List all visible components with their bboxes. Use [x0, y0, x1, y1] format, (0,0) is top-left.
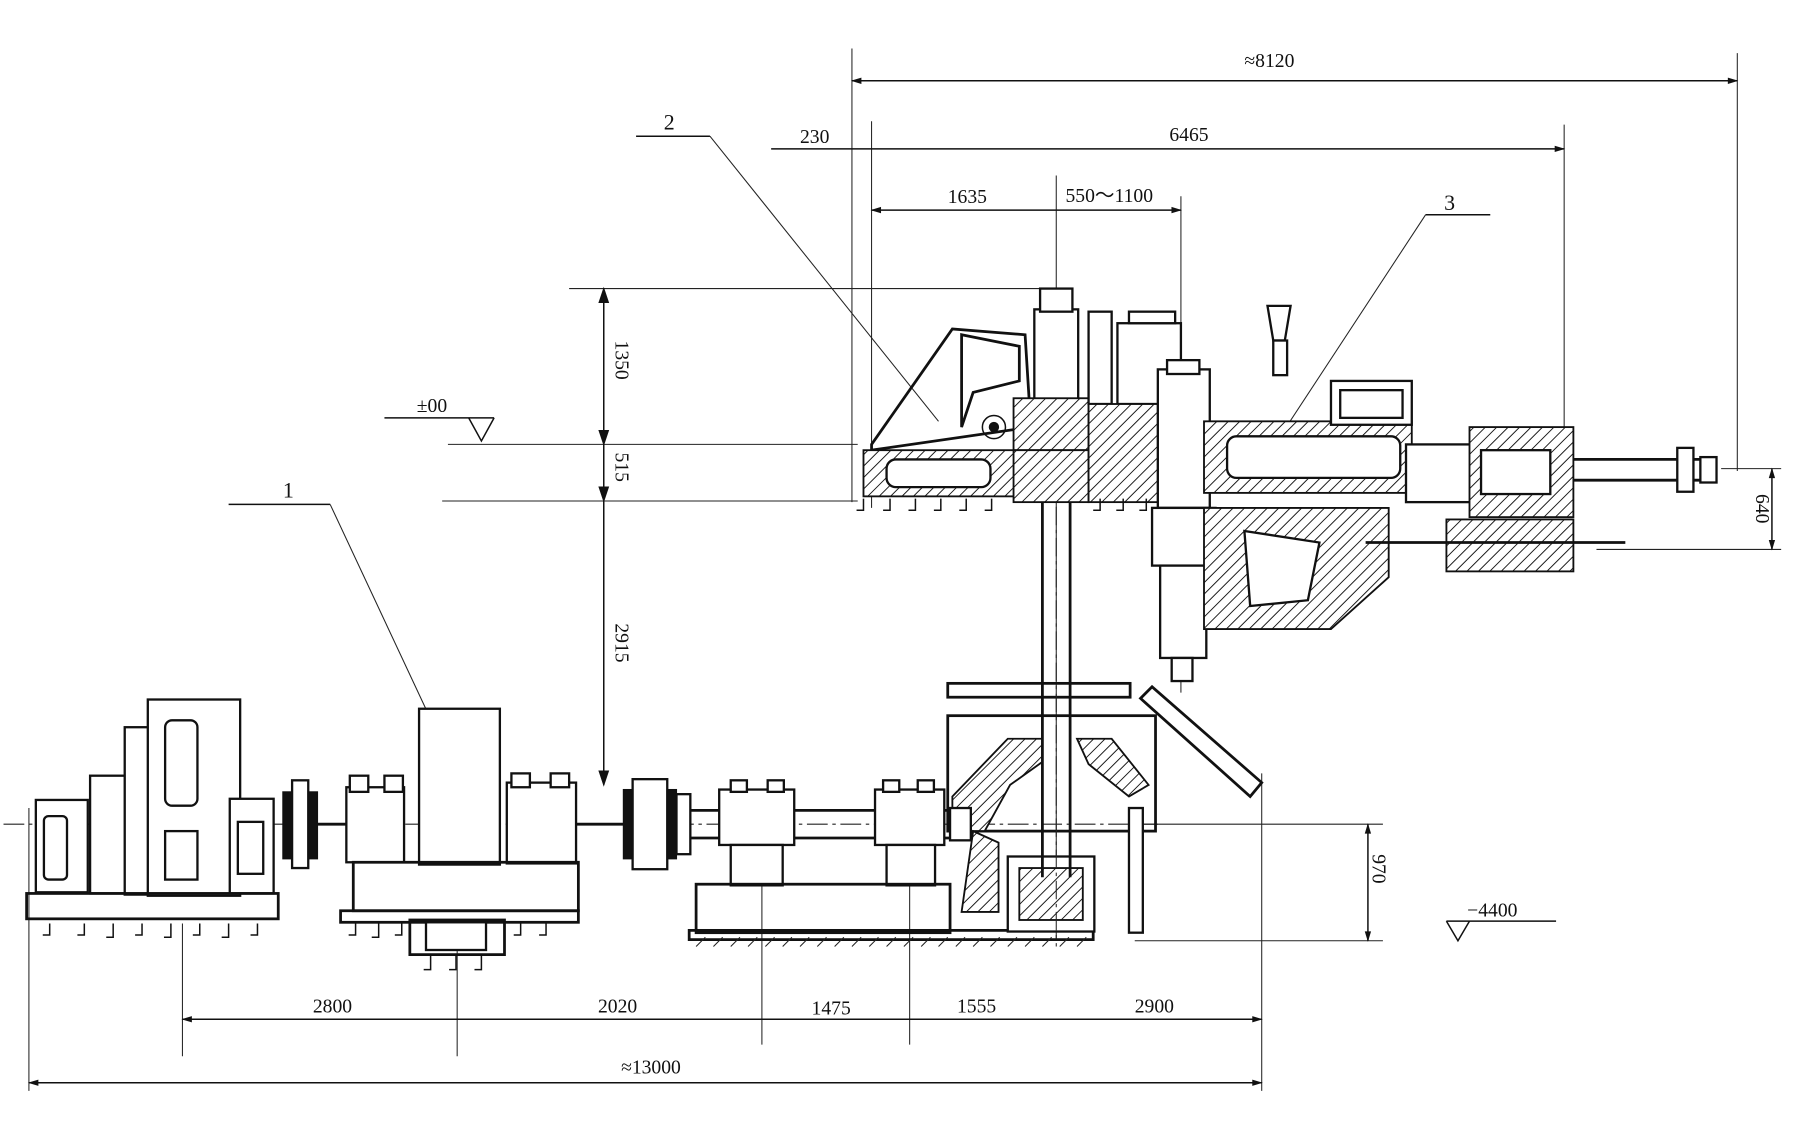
dim-bottom-4: 1555 [957, 996, 996, 1017]
dim-stroke-range: 550～1100 [1065, 186, 1153, 207]
dimension-labels: ≈8120 230 6465 1635 550～1100 1350 515 29… [313, 51, 1772, 1079]
dim-overall-bottom: ≈13000 [621, 1058, 681, 1079]
dim-bottom-1: 2800 [313, 996, 352, 1017]
dim-base-height: 970 [1368, 854, 1389, 884]
gearbox-1 [339, 707, 627, 971]
callout-1: 1 [228, 478, 441, 739]
dim-offset-left: 230 [800, 127, 830, 148]
dim-height-lower: 2915 [610, 623, 631, 662]
dim-height-upper: 1350 [610, 341, 631, 380]
dim-bottom-2: 2020 [598, 996, 637, 1017]
callout-2: 2 [636, 109, 939, 422]
dim-overall-top: ≈8120 [1244, 51, 1294, 72]
upper-head-part-2 [856, 287, 1183, 511]
tool-arm-part-3 [1150, 304, 1718, 683]
level-marker-upper: ±00 [384, 396, 495, 443]
level-lower-label: −4400 [1467, 901, 1517, 922]
dim-right-height: 640 [1751, 494, 1772, 524]
dim-bottom-3: 1475 [812, 999, 851, 1020]
level-marker-lower: −4400 [1445, 901, 1557, 943]
level-upper-label: ±00 [417, 396, 448, 417]
callout-2-label: 2 [664, 109, 675, 134]
dim-span-top: 6465 [1169, 125, 1208, 146]
dimension-lines [3, 48, 1782, 1091]
dim-height-middle: 515 [610, 452, 631, 482]
callout-1-label: 1 [283, 478, 294, 503]
dim-bottom-5: 2900 [1135, 996, 1174, 1017]
callout-3-label: 3 [1444, 190, 1455, 215]
left-motor-assembly [25, 698, 350, 939]
bevel-gearbox [946, 681, 1264, 934]
dim-span-left: 1635 [948, 187, 987, 208]
shaft-line [622, 778, 1095, 947]
